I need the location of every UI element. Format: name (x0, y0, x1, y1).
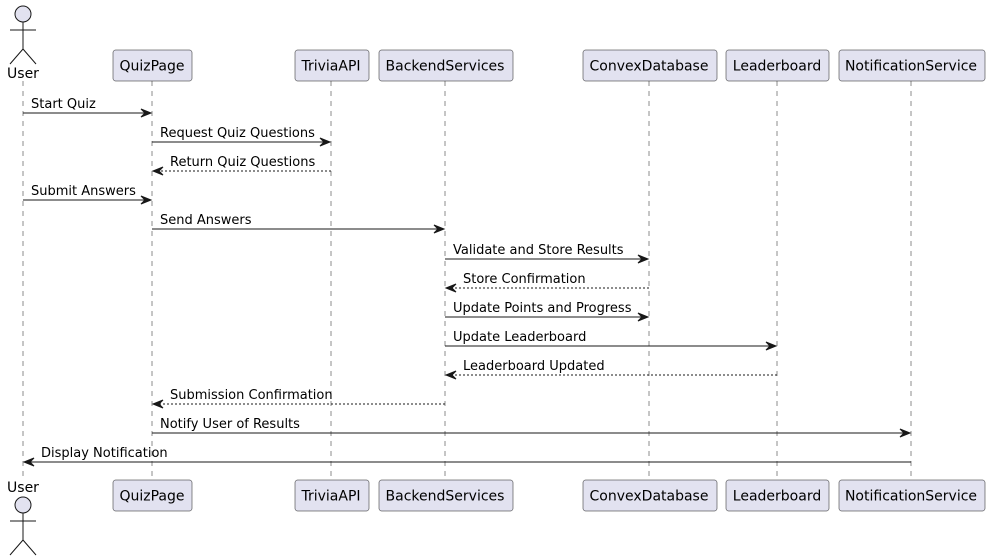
participant-backend-top: BackendServices (378, 49, 514, 82)
participant-triviaapi-top: TriviaAPI (294, 49, 370, 82)
message-label: Submit Answers (31, 184, 136, 199)
arrowhead-icon (319, 137, 332, 147)
message-7: Store Confirmation (444, 272, 649, 293)
participant-notify-bottom: NotificationService (838, 479, 986, 512)
arrowhead-icon (444, 370, 457, 380)
participant-leaderboard-top: Leaderboard (725, 49, 830, 82)
participant-quizpage-bottom: QuizPage (112, 479, 193, 512)
message-12: Notify User of Results (152, 417, 912, 438)
arrowhead-icon (22, 457, 35, 467)
arrowhead-icon (140, 108, 153, 118)
actor-head-icon (14, 496, 32, 514)
arrowhead-icon (899, 428, 912, 438)
message-4: Submit Answers (23, 184, 153, 205)
participant-convex-bottom: ConvexDatabase (582, 479, 718, 512)
participant-label: NotificationService (845, 489, 977, 505)
message-5: Send Answers (152, 213, 446, 234)
participant-box (582, 479, 718, 512)
actor-head-icon (14, 5, 32, 23)
message-8: Update Points and Progress (445, 301, 650, 322)
participant-quizpage-top: QuizPage (112, 49, 193, 82)
message-6: Validate and Store Results (445, 243, 650, 264)
participant-label: BackendServices (386, 489, 505, 505)
message-label: Update Points and Progress (453, 301, 632, 316)
message-label: Update Leaderboard (453, 330, 586, 345)
participant-label: TriviaAPI (300, 489, 360, 505)
participant-label: User (7, 66, 39, 82)
participant-label: BackendServices (386, 59, 505, 75)
message-label: Submission Confirmation (170, 388, 333, 403)
participant-box (838, 479, 986, 512)
participant-box (838, 49, 986, 82)
arrowhead-icon (151, 166, 164, 176)
message-label: Notify User of Results (160, 417, 300, 432)
participant-label: ConvexDatabase (590, 59, 709, 75)
message-label: Request Quiz Questions (160, 126, 315, 141)
participant-label: QuizPage (119, 59, 184, 75)
message-3: Return Quiz Questions (151, 155, 331, 176)
participant-box (294, 479, 370, 512)
participant-label: QuizPage (119, 489, 184, 505)
message-label: Start Quiz (31, 97, 96, 112)
participant-box (378, 479, 514, 512)
participant-backend-bottom: BackendServices (378, 479, 514, 512)
participant-box (112, 479, 193, 512)
message-9: Update Leaderboard (445, 330, 778, 351)
message-label: Store Confirmation (463, 272, 586, 287)
participant-label: Leaderboard (733, 59, 821, 75)
message-label: Send Answers (160, 213, 252, 228)
message-label: Validate and Store Results (453, 243, 624, 258)
participant-box (582, 49, 718, 82)
message-1: Start Quiz (23, 97, 153, 118)
arrowhead-icon (433, 224, 446, 234)
message-2: Request Quiz Questions (152, 126, 332, 147)
participant-label: TriviaAPI (300, 59, 360, 75)
participant-notify-top: NotificationService (838, 49, 986, 82)
message-label: Leaderboard Updated (463, 359, 605, 374)
message-13: Display Notification (22, 446, 911, 467)
arrowhead-icon (637, 254, 650, 264)
actor-user-top: User (7, 5, 39, 82)
arrowhead-icon (151, 399, 164, 409)
participant-box (112, 49, 193, 82)
participant-box (725, 479, 830, 512)
participant-label: NotificationService (845, 59, 977, 75)
participant-label: Leaderboard (733, 489, 821, 505)
participant-label: User (7, 480, 39, 496)
participant-box (378, 49, 514, 82)
arrowhead-icon (140, 195, 153, 205)
actor-user-bottom: User (7, 480, 39, 556)
participant-leaderboard-bottom: Leaderboard (725, 479, 830, 512)
participant-box (294, 49, 370, 82)
message-11: Submission Confirmation (151, 388, 445, 409)
arrowhead-icon (637, 312, 650, 322)
message-label: Display Notification (41, 446, 168, 461)
participant-triviaapi-bottom: TriviaAPI (294, 479, 370, 512)
message-label: Return Quiz Questions (170, 155, 315, 170)
participant-box (725, 49, 830, 82)
arrowhead-icon (444, 283, 457, 293)
message-10: Leaderboard Updated (444, 359, 777, 380)
actor-body-icon (9, 513, 37, 556)
participant-convex-top: ConvexDatabase (582, 49, 718, 82)
arrowhead-icon (765, 341, 778, 351)
actor-body-icon (9, 22, 37, 65)
participant-label: ConvexDatabase (590, 489, 709, 505)
